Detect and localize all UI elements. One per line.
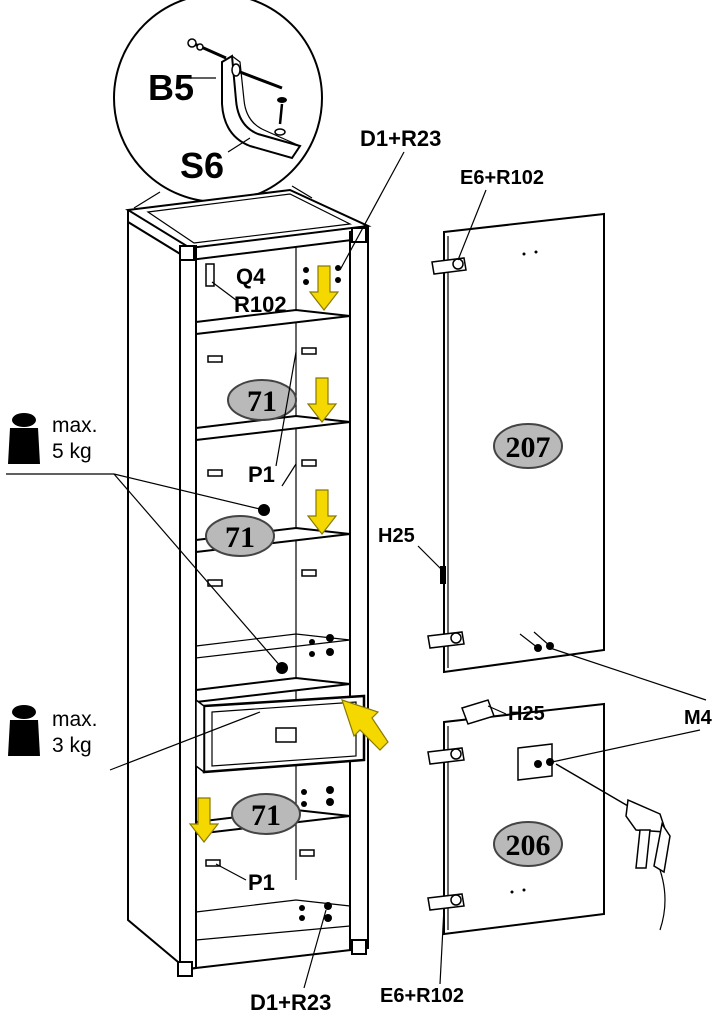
door-lower: 206 H25 M4 E6+R102 [380, 647, 713, 1007]
part-badge-door-lower [493, 821, 563, 867]
part-number-door-upper: 207 [506, 431, 551, 464]
label-p1-top: P1 [248, 462, 275, 487]
part-number-shelf-mid: 71 [225, 521, 255, 554]
label-s6: S6 [180, 145, 224, 186]
insert-arrows [188, 265, 389, 843]
label-r102: R102 [234, 292, 287, 317]
part-number-shelf-top: 71 [247, 385, 277, 418]
label-m4: M4 [684, 707, 713, 729]
label-d1-r23-bottom: D1+R23 [250, 990, 331, 1015]
label-h25-bottom: H25 [508, 703, 545, 725]
door-upper: 207 E6+R102 H25 [378, 167, 605, 674]
label-d1-r23-top: D1+R23 [360, 126, 441, 151]
weight-lower: max. 3 kg [8, 705, 261, 771]
weight-upper-line1: max. [52, 414, 98, 437]
part-badge-shelf-top [227, 379, 297, 421]
shelf-badges: 71 71 71 [205, 379, 301, 835]
label-b5: B5 [148, 67, 194, 108]
cabinet-labels: D1+R23 Q4 R102 P1 P1 D1+R23 [211, 126, 441, 1015]
weight-upper-line2: 5 kg [52, 440, 92, 463]
part-badge-shelf-low [231, 793, 301, 835]
weight-lower-line1: max. [52, 708, 98, 731]
part-number-door-lower: 206 [506, 829, 551, 862]
screwdriver-icon [555, 763, 671, 931]
cabinet [125, 188, 372, 977]
bracket-detail: B5 S6 [113, 0, 323, 209]
label-e6-r102-bottom: E6+R102 [380, 985, 464, 1007]
part-number-shelf-low: 71 [251, 799, 281, 832]
label-q4: Q4 [236, 264, 266, 289]
label-h25-top: H25 [378, 525, 415, 547]
label-p1-bottom: P1 [248, 870, 275, 895]
weight-lower-line2: 3 kg [52, 734, 92, 757]
weight-upper: max. 5 kg [6, 413, 283, 669]
label-e6-r102-top: E6+R102 [460, 167, 544, 189]
part-badge-door-upper [493, 423, 563, 469]
part-badge-shelf-mid [205, 515, 275, 557]
